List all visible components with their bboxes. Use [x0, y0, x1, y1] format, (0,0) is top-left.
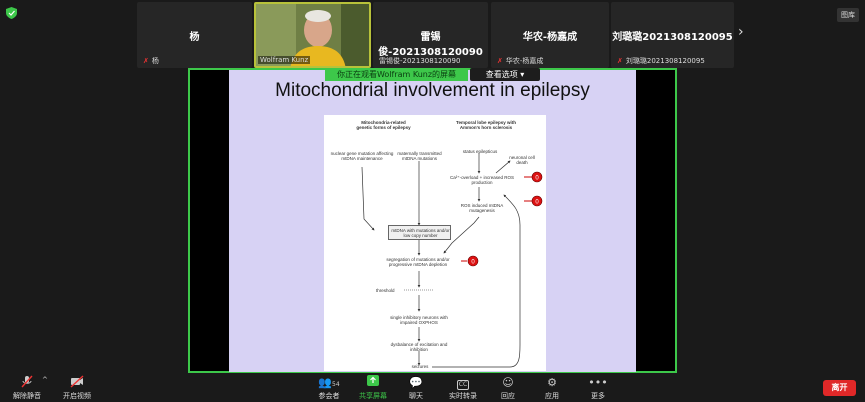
participant-name: 雷锡俊-2021308120090	[378, 32, 483, 58]
meeting-toolbar: 解除静音 ^ 开启视频 👥54 参会者 共享屏幕 💬 聊天 CC 实时转录 ☺ …	[0, 375, 865, 402]
node-segregation: segregation of mutations and/or progress…	[386, 257, 450, 268]
slide-title: Mitochondrial involvement in epilepsy	[275, 80, 590, 101]
node-status-epilepticus: status epilepticus	[462, 149, 498, 154]
security-shield-icon[interactable]	[6, 7, 17, 19]
participant-tile[interactable]: 雷锡俊-2021308120090 雷锡俊-2021308120090	[373, 2, 488, 68]
apps-icon: ⚙	[547, 376, 557, 389]
participants-icon: 👥54	[318, 376, 340, 389]
node-threshold: threshold	[376, 288, 395, 293]
captions-button[interactable]: CC 实时转录	[446, 375, 480, 401]
reactions-button[interactable]: ☺ 回应	[494, 375, 522, 401]
participant-label: ✗华农-杨嘉成	[497, 57, 544, 65]
participant-tile[interactable]: 刘璐璐2021308120095 ✗刘璐璐2021308120095	[611, 2, 734, 68]
apps-button[interactable]: ⚙ 应用	[538, 375, 566, 401]
node-neuronal-death: neuronal cell death	[509, 155, 535, 166]
more-dots-icon: •••	[588, 376, 608, 389]
participant-tile[interactable]: 杨 ✗杨	[137, 2, 252, 68]
participant-tile[interactable]: 华农-杨嘉成 ✗华农-杨嘉成	[491, 2, 609, 68]
node-nuclear-mutation: nuclear gene mutation affecting mtDNA ma…	[330, 151, 394, 162]
next-page-arrow-icon[interactable]: ›	[738, 24, 744, 40]
chat-icon: 💬	[409, 376, 423, 389]
participant-label: ✗刘璐璐2021308120095	[617, 57, 705, 65]
participant-name: 华农-杨嘉成	[522, 32, 578, 43]
viewing-screen-banner: 你正在观看Wolfram Kunz的屏幕	[325, 69, 468, 81]
mic-muted-icon: ✗	[617, 57, 623, 65]
view-options-button[interactable]: 查看选项 ▾	[470, 68, 540, 81]
gallery-view-button[interactable]: 图库	[837, 8, 859, 22]
node-dysbalance: dysbalance of excitation and inhibition	[390, 342, 448, 353]
figure-col1-heading: Mitochondria-related genetic forms of ep…	[356, 120, 411, 131]
unmute-button[interactable]: 解除静音	[8, 375, 46, 401]
red-number-markers: 0 0 0	[461, 171, 543, 267]
chat-button[interactable]: 💬 聊天	[402, 375, 430, 401]
participant-name: 杨	[189, 32, 200, 43]
participant-name: 刘璐璐2021308120095	[612, 32, 733, 43]
svg-text:0: 0	[535, 176, 539, 182]
mic-muted-icon	[8, 375, 46, 390]
shared-slide: Mitochondrial involvement in epilepsy	[229, 70, 636, 372]
participants-button[interactable]: 👥54 参会者	[312, 375, 346, 401]
mic-muted-icon: ✗	[497, 57, 503, 65]
svg-text:0: 0	[471, 260, 475, 266]
node-inhibitory-neurons: single inhibitory neurons with impaired …	[390, 315, 448, 326]
figure-arrows: 0 0 0	[361, 153, 543, 368]
more-button[interactable]: ••• 更多	[584, 375, 612, 401]
participants-count: 54	[332, 381, 340, 388]
cc-icon: CC	[456, 380, 470, 390]
participant-label: Wolfram Kunz	[258, 56, 311, 64]
video-off-icon	[58, 375, 96, 390]
leave-meeting-button[interactable]: 离开	[823, 380, 856, 396]
smiley-icon: ☺	[502, 376, 514, 389]
figure-col2-heading: Temporal lobe epilepsy with Ammon's horn…	[456, 120, 516, 131]
node-ros-mutagenesis: ROS induced mtDNA mutagenesis	[460, 203, 504, 214]
start-video-button[interactable]: 开启视频	[58, 375, 96, 401]
participant-label: ✗杨	[143, 57, 159, 65]
mic-muted-icon: ✗	[143, 57, 149, 65]
slide-figure: 0 0 0 Mitochondria-related genetic forms…	[324, 115, 546, 371]
node-maternal-mtdna: maternally transmitted mtDNA mutations	[397, 151, 442, 162]
audio-options-chevron-icon[interactable]: ^	[42, 376, 48, 384]
share-screen-button[interactable]: 共享屏幕	[356, 375, 390, 401]
participant-label: 雷锡俊-2021308120090	[379, 57, 461, 65]
share-screen-icon	[356, 375, 390, 390]
participant-tile-active-speaker[interactable]: Wolfram Kunz	[254, 2, 371, 68]
node-seizures: seizures	[411, 364, 429, 369]
node-ca-overload: Ca²⁺-overload + increased ROS production	[449, 175, 515, 186]
svg-text:0: 0	[535, 200, 539, 206]
node-mtdna-box: mtDNA with mutations and/or low copy num…	[388, 225, 451, 240]
